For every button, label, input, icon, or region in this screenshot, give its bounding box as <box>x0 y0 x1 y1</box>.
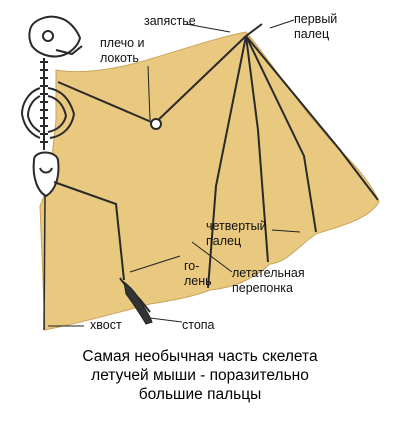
pelvis <box>32 151 60 198</box>
label-flight-membrane: летательная перепонка <box>232 266 305 295</box>
label-foot: стопа <box>182 318 215 332</box>
caption-line: Самая необычная часть скелета <box>82 348 318 365</box>
label-fourth-finger: четвертый палец <box>206 219 267 248</box>
wing-membrane <box>39 31 380 331</box>
tail-bone <box>43 195 46 331</box>
caption-line: летучей мыши - поразительно <box>91 367 309 384</box>
finger-bones <box>207 23 379 289</box>
label-shoulder-elbow: плечо и локоть <box>100 36 145 65</box>
foot-bones <box>123 280 153 325</box>
label-first-finger: первый палец <box>294 12 338 41</box>
arm-bones <box>57 35 247 130</box>
label-shin: го- лень <box>184 259 212 288</box>
label-tail: хвост <box>90 318 122 332</box>
spine <box>40 58 48 150</box>
label-wrist: запястье <box>144 14 196 28</box>
label-leader-lines <box>48 19 301 327</box>
rib-cage <box>20 87 76 139</box>
caption-line: большие пальцы <box>138 386 262 403</box>
skull <box>28 15 83 58</box>
figure-caption: Самая необычная часть скелета летучей мы… <box>0 347 400 404</box>
